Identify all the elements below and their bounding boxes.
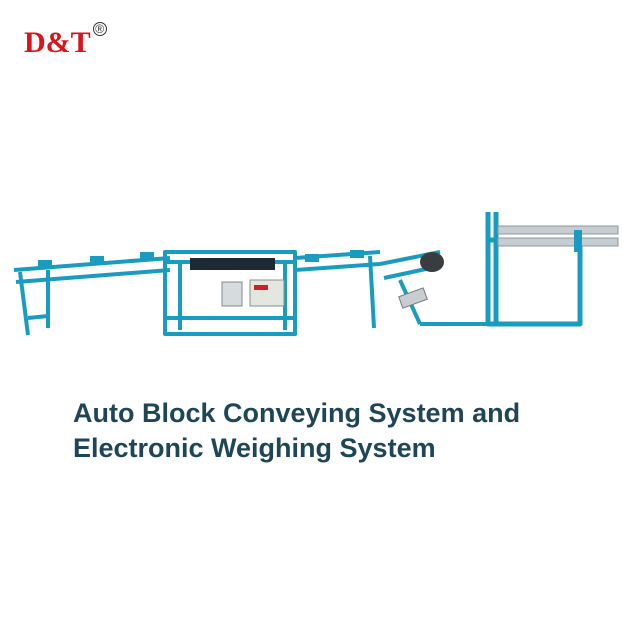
roller: [90, 256, 104, 264]
right-conveyor-rollers: [305, 250, 364, 262]
brand-logo-text: D&T: [24, 26, 91, 59]
left-leg-brace: [27, 314, 49, 320]
left-conveyor-rollers: [38, 252, 154, 268]
caption-line-2: Electronic Weighing System: [73, 433, 436, 463]
weighing-indicator-box: [249, 279, 285, 307]
weighing-platform: [190, 258, 275, 270]
caption-line-1: Auto Block Conveying System and: [73, 398, 521, 428]
right-conveyor-bottom-rail: [294, 262, 381, 272]
roller: [38, 260, 52, 268]
roller: [305, 254, 319, 262]
cylinder: [398, 287, 428, 309]
roller: [140, 252, 154, 260]
left-conveyor-bottom-rail: [15, 268, 171, 284]
right-conveyor-leg: [368, 255, 376, 329]
weighing-display: [254, 285, 268, 290]
left-leg-1: [18, 271, 30, 336]
cutting-frame: [485, 237, 583, 327]
weighing-frame: [163, 250, 297, 336]
load-cell: [221, 281, 243, 307]
product-caption: Auto Block Conveying System and Electron…: [73, 396, 613, 466]
conveyor-machine-illustration: [13, 212, 619, 336]
motor: [420, 252, 444, 272]
roller-bar-top: [497, 225, 619, 235]
registered-mark: ®: [92, 22, 107, 36]
roller-bar-bottom: [497, 237, 619, 247]
bar-bracket: [574, 230, 582, 252]
brand-logo: D&T ®: [24, 22, 107, 66]
roller: [350, 250, 364, 258]
